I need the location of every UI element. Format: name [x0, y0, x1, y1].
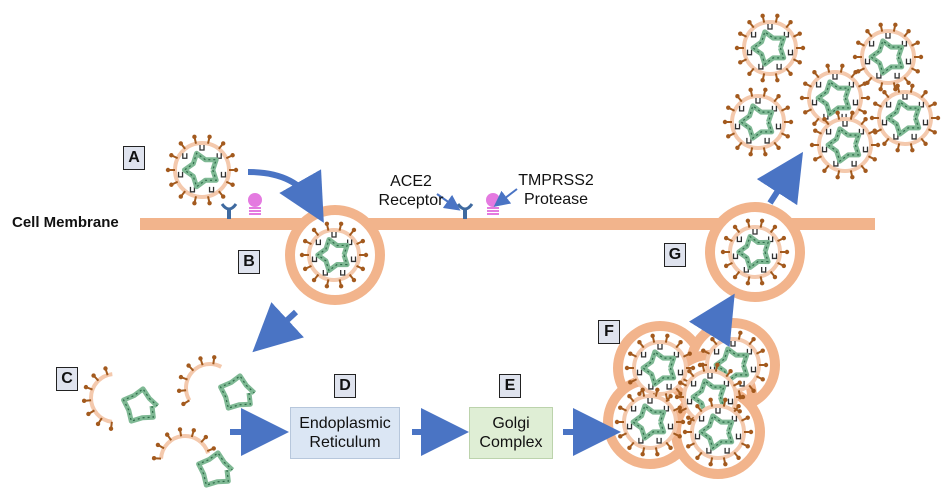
free-rna-3 — [196, 450, 235, 488]
tmprss2-protease-label-line2: Protease — [523, 191, 589, 208]
golgi-complex-box: Golgi Complex — [469, 407, 553, 459]
step-label-e: E — [499, 374, 521, 398]
membrane-fragment-1 — [89, 372, 113, 424]
arrow-a-to-b — [247, 169, 324, 223]
arrow-f-to-g — [688, 293, 735, 348]
ace2-receptor-label: ACE2 Receptor — [370, 172, 452, 210]
membrane-fragment-3 — [159, 434, 210, 459]
ace2-receptor-near-a — [220, 203, 238, 219]
virion-f-1 — [624, 333, 696, 403]
membrane-fragment-2 — [184, 362, 223, 402]
arrow-b-to-c — [252, 302, 304, 353]
virion-released-6 — [809, 110, 881, 180]
tmprss2-protease — [486, 193, 500, 215]
virion-a — [165, 134, 239, 206]
golgi-label-line1: Golgi — [492, 415, 530, 432]
virion-b — [299, 221, 369, 289]
ace2-receptor — [456, 203, 474, 219]
golgi-label-line2: Complex — [479, 434, 543, 451]
step-label-a: A — [123, 146, 145, 170]
step-label-c: C — [56, 367, 78, 391]
tmprss2-protease-label: TMPRSS2 Protease — [512, 171, 600, 209]
virion-released-4 — [722, 87, 794, 157]
endoplasmic-reticulum-box: Endoplasmic Reticulum — [290, 407, 400, 459]
uncoating-fragments-c — [81, 355, 257, 488]
virion-f-4 — [614, 387, 686, 457]
virion-released-5 — [869, 83, 941, 153]
free-rna-1 — [121, 386, 160, 424]
free-rna-2 — [218, 373, 257, 411]
er-label-line1: Endoplasmic — [299, 415, 391, 432]
arrow-g-to-release — [756, 151, 804, 206]
virion-released-2 — [852, 22, 924, 92]
tmprss2-protease-label-line1: TMPRSS2 — [518, 172, 594, 189]
tmprss2-protease-near-a — [248, 193, 262, 215]
protease-pointer — [493, 188, 518, 207]
step-label-g: G — [664, 243, 686, 267]
er-label-line2: Reticulum — [309, 434, 381, 451]
step-label-b: B — [238, 250, 260, 274]
virion-f-5 — [682, 397, 754, 467]
virion-g — [720, 218, 790, 286]
virion-released-1 — [734, 13, 806, 83]
receptor-pointer — [436, 193, 461, 211]
ace2-receptor-label-line1: ACE2 — [390, 173, 432, 190]
ace2-receptor-label-line2: Receptor — [378, 192, 444, 209]
virions — [165, 13, 941, 467]
step-label-d: D — [334, 374, 356, 398]
step-label-f: F — [598, 320, 620, 344]
cell-membrane-label: Cell Membrane — [12, 214, 119, 231]
